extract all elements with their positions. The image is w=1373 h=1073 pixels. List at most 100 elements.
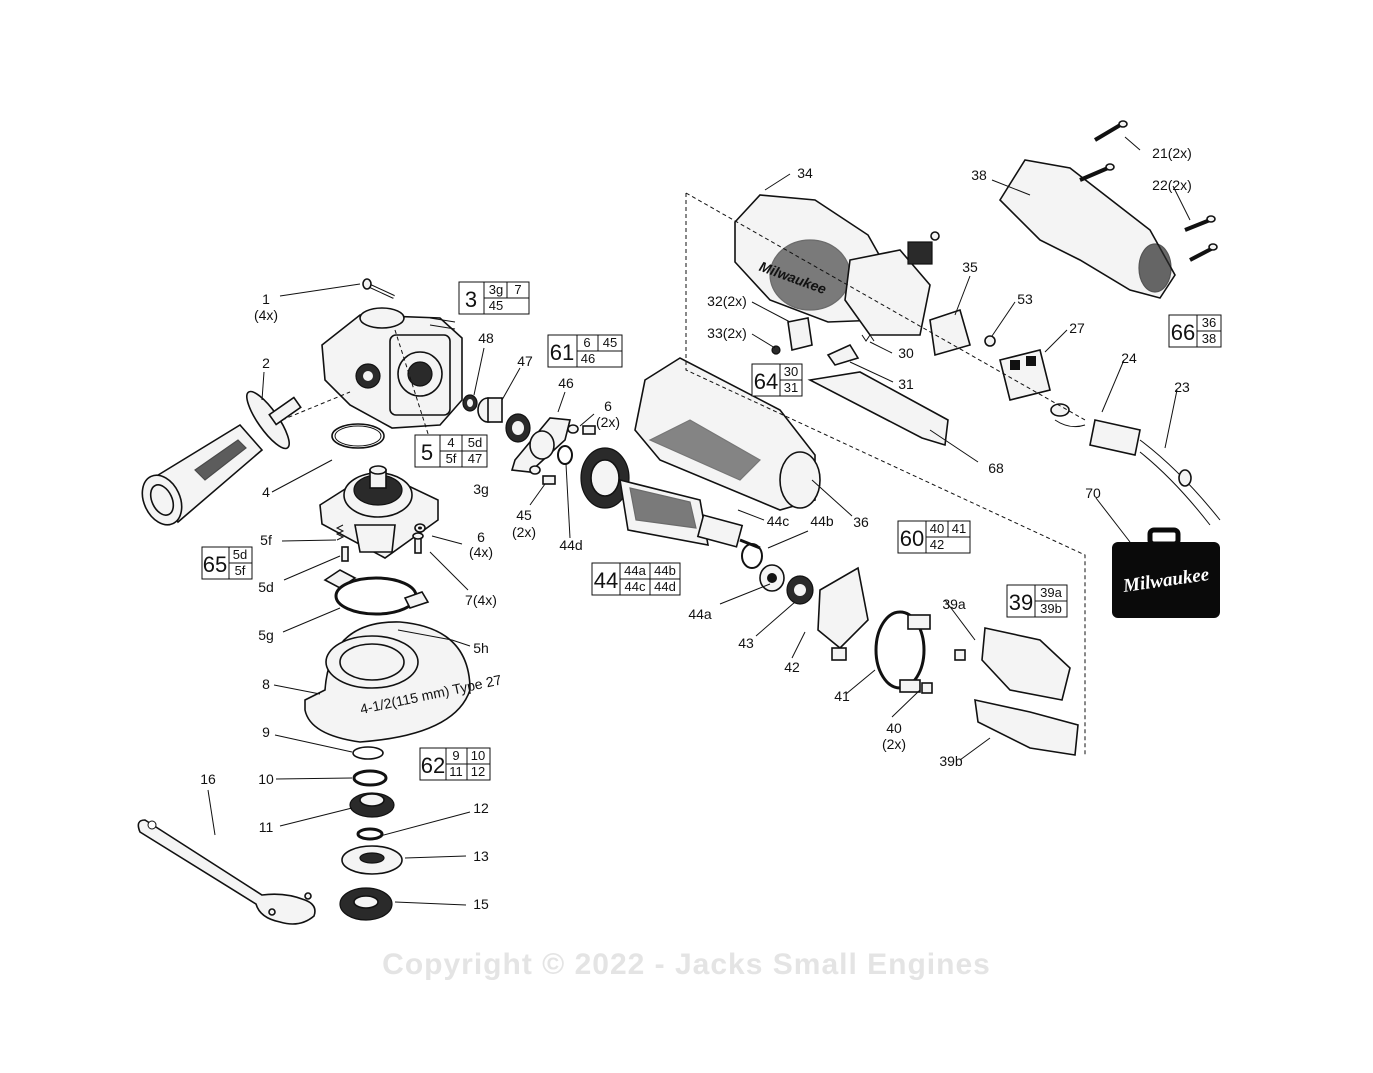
kit-box-39-sub-2: 39b <box>1040 601 1062 616</box>
part-44d-washer <box>557 445 573 465</box>
part-45-screw-upper <box>582 425 596 435</box>
kit-box-3-sub-3: 45 <box>489 298 503 313</box>
part-23-power-cord <box>1139 439 1221 526</box>
kit-box-5-sub-2: 5d <box>468 435 482 450</box>
part-6-washers <box>414 523 426 533</box>
label-15: 15 <box>473 896 489 912</box>
kit-box-5-sub-1: 4 <box>447 435 454 450</box>
kit-box-60-sub-3: 42 <box>930 537 944 552</box>
part-6-washer-lower <box>529 465 541 475</box>
kit-box-65-sub-2: 5f <box>235 563 246 578</box>
part-12-ring <box>356 827 384 841</box>
kit-box-60-number: 60 <box>900 526 924 551</box>
kit-box-44-sub-4: 44d <box>654 579 676 594</box>
part-10-ring <box>352 769 388 787</box>
kit-box-64-number: 64 <box>754 369 778 394</box>
kit-box-60-sub-1: 40 <box>930 521 944 536</box>
dashed-guides <box>281 192 1086 755</box>
part-9-o-ring <box>352 746 384 760</box>
part-36-motor-housing <box>634 357 821 511</box>
label-36: 36 <box>853 514 869 530</box>
kit-box-44-sub-2: 44b <box>654 563 676 578</box>
part-44-armature <box>580 447 761 550</box>
label-33: 33(2x) <box>707 325 747 341</box>
label-5f: 5f <box>260 532 272 548</box>
kit-box-39-number: 39 <box>1009 590 1033 615</box>
label-70: 70 <box>1085 485 1101 501</box>
label-5d: 5d <box>258 579 274 595</box>
part-68-paddle-switch <box>807 371 949 447</box>
label-43: 43 <box>738 635 754 651</box>
label-42: 42 <box>784 659 800 675</box>
label-34: 34 <box>797 165 813 181</box>
label-23: 23 <box>1174 379 1190 395</box>
part-30-spring <box>861 334 875 342</box>
label-12: 12 <box>473 800 489 816</box>
part-27-terminal-block <box>999 349 1051 401</box>
kit-box-66-sub-1: 36 <box>1202 315 1216 330</box>
kit-box-64-sub-2: 31 <box>784 380 798 395</box>
label-32: 32(2x) <box>707 293 747 309</box>
kit-box-3-number: 3 <box>465 287 477 312</box>
part-33-screw <box>771 345 781 355</box>
label-30: 30 <box>898 345 914 361</box>
kit-box-44-number: 44 <box>594 568 618 593</box>
kit-box-5: 5 4 5d 5f 47 <box>414 434 488 468</box>
label-27: 27 <box>1069 320 1085 336</box>
part-3-gear-housing <box>321 307 463 429</box>
label-16: 16 <box>200 771 216 787</box>
part-42-brush-holder <box>817 566 869 661</box>
label-22: 22(2x) <box>1152 177 1192 193</box>
kit-box-44-sub-1: 44a <box>624 563 646 578</box>
part-7-screws <box>412 532 424 554</box>
callout-labels: 1 (4x) 2 4 3g 5f 5d 6 (4x) 7(4x) 5g 5h 8… <box>200 145 1192 912</box>
part-44b-washer <box>741 543 763 569</box>
kit-box-62-sub-3: 11 <box>449 764 463 779</box>
part-48-nut <box>462 394 478 412</box>
kit-box-5-sub-4: 47 <box>468 451 482 466</box>
kit-box-62-sub-1: 9 <box>452 748 459 763</box>
part-2-side-handle <box>141 390 302 526</box>
label-9: 9 <box>262 724 270 740</box>
label-5h: 5h <box>473 640 489 656</box>
part-5d-pin <box>341 546 349 562</box>
kit-box-64-sub-1: 30 <box>784 364 798 379</box>
part-22-screws <box>1184 215 1218 262</box>
label-6-left-qty: (4x) <box>469 544 493 560</box>
part-5-bearing-flange <box>319 465 439 559</box>
part-4-o-ring <box>331 423 385 449</box>
part-21-screws <box>1079 120 1128 182</box>
label-44a: 44a <box>688 606 712 622</box>
kit-box-65: 65 5d 5f <box>201 546 253 580</box>
kit-box-66-number: 66 <box>1171 320 1195 345</box>
label-1: 1 <box>262 291 270 307</box>
kit-box-62: 62 9 10 11 12 <box>419 747 491 781</box>
label-40: 40 <box>886 720 902 736</box>
label-48: 48 <box>478 330 494 346</box>
label-2: 2 <box>262 355 270 371</box>
kit-box-61: 61 6 45 46 <box>547 334 623 368</box>
label-41: 41 <box>834 688 850 704</box>
kit-box-3-sub-1: 3g <box>489 282 503 297</box>
label-6-left: 6 <box>477 529 485 545</box>
label-4: 4 <box>262 484 270 500</box>
part-39a-cover <box>981 627 1071 701</box>
label-1-qty: (4x) <box>254 307 278 323</box>
label-45-qty: (2x) <box>512 524 536 540</box>
label-5g: 5g <box>258 627 274 643</box>
part-53-screw <box>984 335 996 347</box>
part-43-bearing <box>786 575 814 605</box>
part-40-brushes <box>921 649 966 694</box>
kit-box-61-number: 61 <box>550 340 574 365</box>
label-45: 45 <box>516 507 532 523</box>
kit-box-39: 39 39a 39b <box>1006 584 1068 618</box>
kit-box-62-sub-2: 10 <box>471 748 485 763</box>
label-46: 46 <box>558 375 574 391</box>
part-13-outer-flange <box>341 845 403 875</box>
part-39b-cover <box>974 698 1079 756</box>
kit-box-3: 3 3g 7 45 <box>458 281 530 315</box>
label-39a: 39a <box>942 596 966 612</box>
kit-box-44-sub-3: 44c <box>625 579 646 594</box>
part-70-carry-case: Milwaukee <box>1112 527 1220 618</box>
kit-box-64: 64 30 31 <box>751 363 803 397</box>
